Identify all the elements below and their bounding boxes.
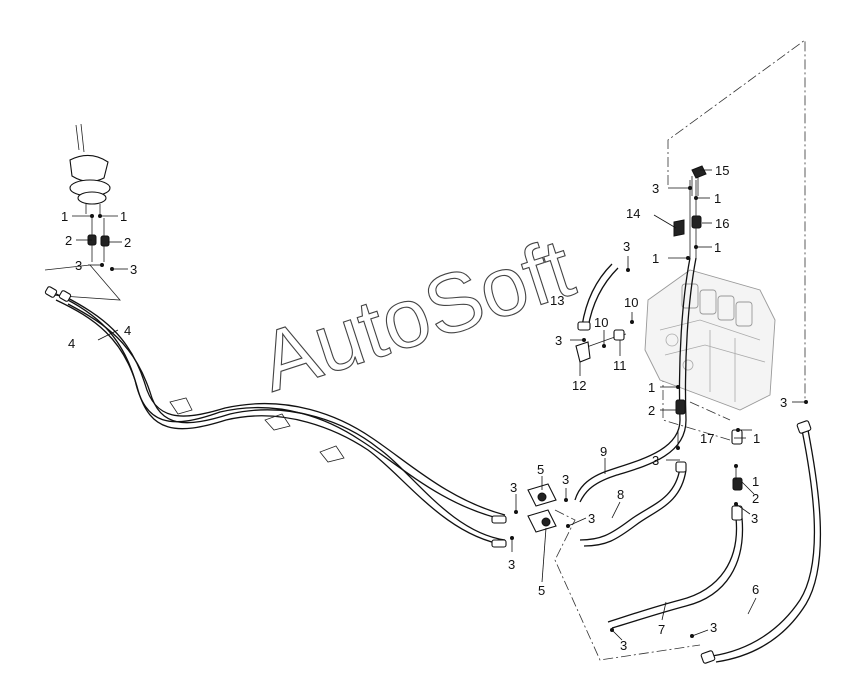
- callout-17: 17: [700, 431, 714, 446]
- callout-9: 9: [600, 444, 607, 459]
- hose-6: [700, 420, 822, 664]
- callout-10: 10: [594, 315, 608, 330]
- callout-2: 2: [752, 491, 759, 506]
- callout-3: 3: [652, 181, 659, 196]
- callout-1: 1: [61, 209, 68, 224]
- callout-3: 3: [623, 239, 630, 254]
- hose-13: [575, 263, 627, 363]
- callout-6: 6: [752, 582, 759, 597]
- callout-1: 1: [752, 474, 759, 489]
- callout-labels: 1 1 2 2 3 3 4 4 15 3 1 14 16 3 1 1 13 10…: [61, 163, 787, 653]
- callout-leaders: [72, 169, 808, 641]
- callout-14: 14: [626, 206, 640, 221]
- watermark-text: AutoSoft: [249, 220, 584, 409]
- callout-1: 1: [120, 209, 127, 224]
- hose-7: [607, 429, 744, 629]
- pilot-joystick: [44, 123, 121, 301]
- callout-2: 2: [65, 233, 72, 248]
- callout-3: 3: [751, 511, 758, 526]
- callout-2: 2: [124, 235, 131, 250]
- callout-3: 3: [710, 620, 717, 635]
- control-valve: [644, 269, 776, 411]
- callout-1: 1: [753, 431, 760, 446]
- callout-1: 1: [652, 251, 659, 266]
- callout-2: 2: [648, 403, 655, 418]
- callout-1: 1: [648, 380, 655, 395]
- callout-4: 4: [124, 323, 131, 338]
- callout-7: 7: [658, 622, 665, 637]
- callout-1: 1: [714, 240, 721, 255]
- callout-5: 5: [537, 462, 544, 477]
- callout-13: 13: [550, 293, 564, 308]
- callout-3: 3: [588, 511, 595, 526]
- callout-3: 3: [555, 333, 562, 348]
- callout-16: 16: [715, 216, 729, 231]
- callout-1: 1: [714, 191, 721, 206]
- fittings-top: [673, 165, 707, 258]
- hose-4-pair: [44, 286, 507, 548]
- callout-3: 3: [620, 638, 627, 653]
- callout-12: 12: [572, 378, 586, 393]
- watermark: AutoSoft: [248, 220, 585, 410]
- callout-3: 3: [75, 258, 82, 273]
- callout-5: 5: [538, 583, 545, 598]
- callout-3: 3: [652, 453, 659, 468]
- callout-8: 8: [617, 487, 624, 502]
- hose-8: [579, 461, 687, 547]
- callout-3: 3: [130, 262, 137, 277]
- callout-3: 3: [510, 480, 517, 495]
- callout-3: 3: [562, 472, 569, 487]
- callout-4: 4: [68, 336, 75, 351]
- callout-11: 11: [613, 358, 627, 373]
- callout-10: 10: [624, 295, 638, 310]
- callout-3: 3: [508, 557, 515, 572]
- callout-15: 15: [715, 163, 729, 178]
- callout-3: 3: [780, 395, 787, 410]
- fitting-block-5: [527, 483, 557, 533]
